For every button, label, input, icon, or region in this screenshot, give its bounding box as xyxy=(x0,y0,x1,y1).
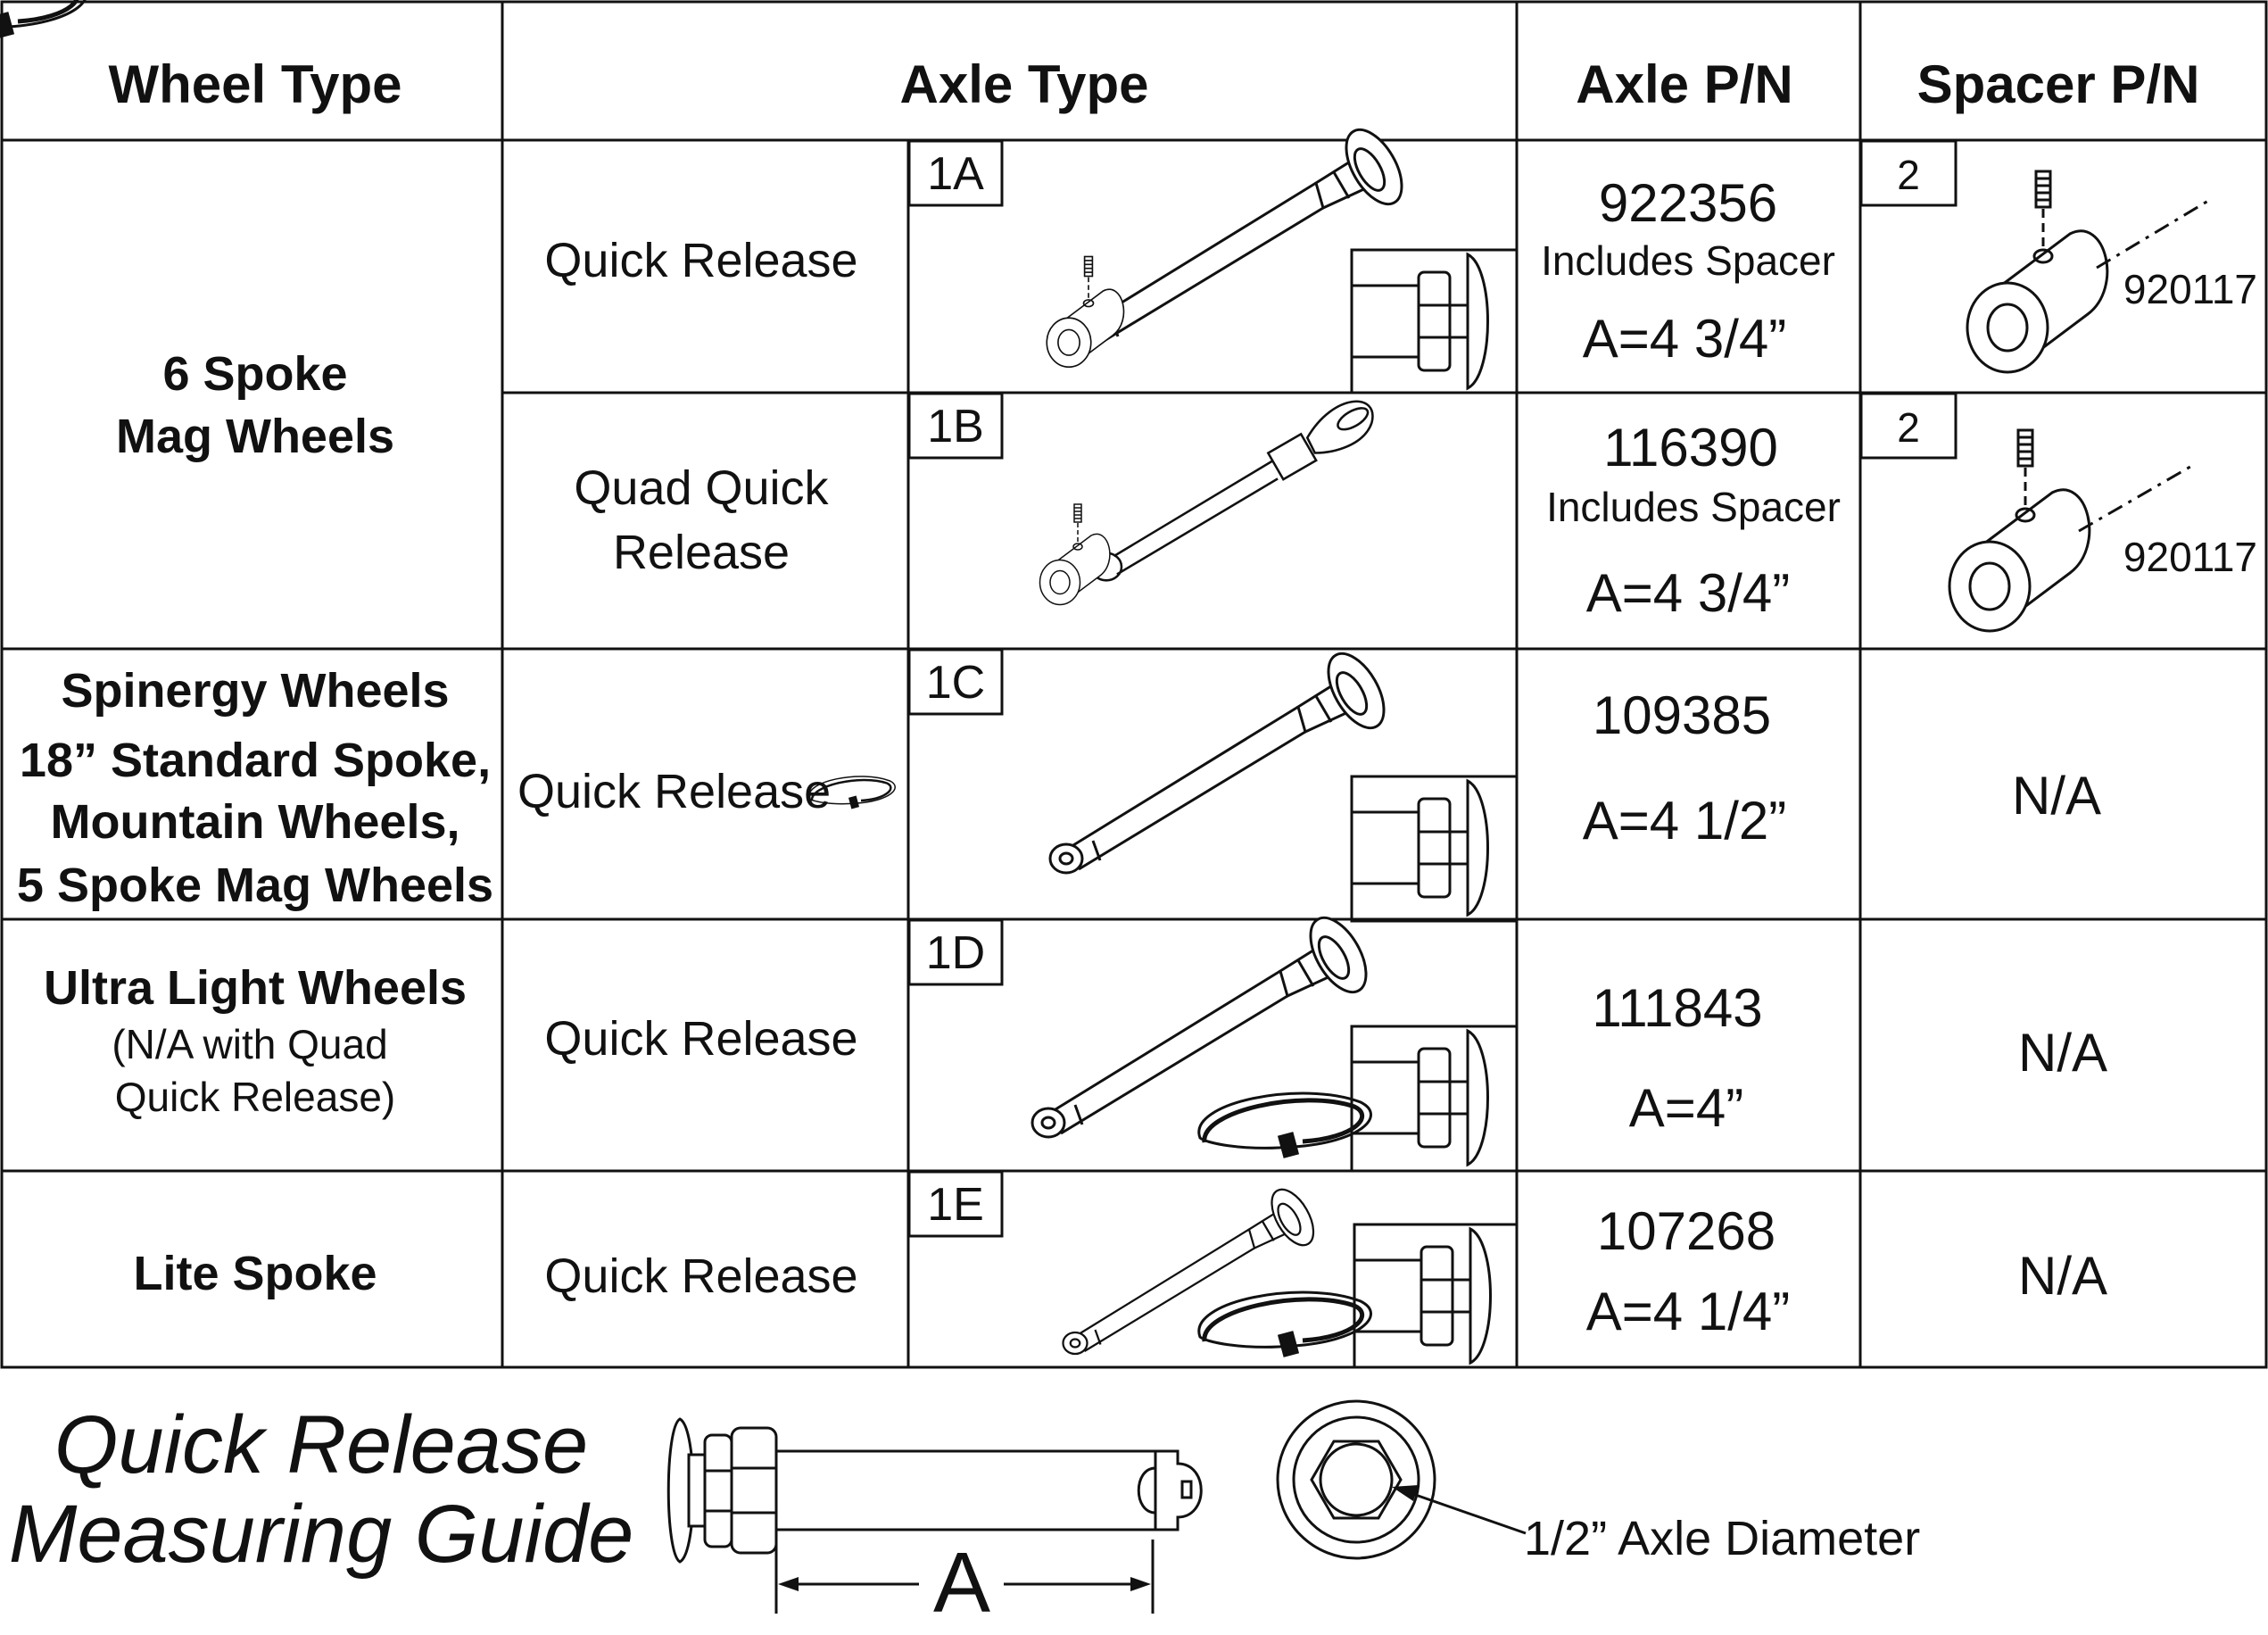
code-box xyxy=(907,648,1004,716)
arrow-icon xyxy=(1392,1485,1527,1535)
spacer-code: 2 xyxy=(1897,152,1920,198)
axle-part-number: 109385 xyxy=(1593,685,1771,745)
code-box xyxy=(907,392,1004,460)
wheel-type-lite-spoke: Lite Spoke xyxy=(133,1247,377,1300)
axle-part-number: 116390 xyxy=(1603,418,1778,477)
hex-nut-icon xyxy=(1276,1399,1436,1560)
axle-type-quick-release: Quick Release xyxy=(517,765,831,818)
axle-length: A=4 3/4” xyxy=(1586,563,1791,623)
axle-type-quad-quick: Quad Quick xyxy=(574,461,829,515)
code-box xyxy=(907,918,1004,986)
axle-length: A=4 3/4” xyxy=(1583,309,1787,369)
spacer-na: N/A xyxy=(2018,1246,2107,1306)
axle-icon xyxy=(666,1417,1203,1564)
diameter-label: 1/2” Axle Diameter xyxy=(1524,1512,1920,1565)
snap-ring-icon xyxy=(0,0,86,38)
axle-length: A=4” xyxy=(1629,1078,1743,1138)
axle-length: A=4 1/2” xyxy=(1583,791,1787,851)
guide-title-line2: Measuring Guide xyxy=(9,1489,634,1580)
spacer-code: 2 xyxy=(1897,404,1920,451)
axle-type-release: Release xyxy=(613,526,790,579)
dimension-label: A xyxy=(933,1535,990,1631)
axle-icon xyxy=(1048,643,1397,875)
wheel-type-spinergy: Spinergy Wheels xyxy=(61,664,449,718)
axle-icon xyxy=(1089,400,1374,582)
axle-code: 1E xyxy=(927,1179,984,1231)
dimension-a xyxy=(774,1540,1155,1614)
axle-code: 1C xyxy=(926,657,985,709)
spacer-part-number: 920117 xyxy=(2123,534,2257,580)
wheel-note-line1: (N/A with Quad xyxy=(112,1021,387,1067)
spacer-icon xyxy=(1966,170,2109,374)
axle-type-quick-release: Quick Release xyxy=(544,234,857,287)
wheel-type-mag-wheels: Mag Wheels xyxy=(116,410,394,463)
spacer-na: N/A xyxy=(2018,1023,2107,1083)
code-box xyxy=(1859,392,1958,460)
spacer-icon xyxy=(1046,255,1125,369)
header-spacer-pn: Spacer P/N xyxy=(1917,54,2200,114)
guide-title-line1: Quick Release xyxy=(54,1399,588,1490)
header-wheel-type: Wheel Type xyxy=(109,54,402,114)
wheel-type-5-spoke: 5 Spoke Mag Wheels xyxy=(17,859,493,912)
hex-nut-icon xyxy=(1350,1029,1489,1166)
axle-note: Includes Spacer xyxy=(1546,484,1841,530)
axle-part-number: 922356 xyxy=(1599,173,1777,233)
axle-note: Includes Spacer xyxy=(1541,237,1835,284)
wheel-type-ultra-light: Ultra Light Wheels xyxy=(44,961,467,1015)
code-box xyxy=(907,139,1004,207)
axle-type-quick-release: Quick Release xyxy=(544,1249,857,1303)
code-box xyxy=(1859,139,1958,207)
spacer-icon xyxy=(1948,428,2091,633)
axle-part-number: 107268 xyxy=(1597,1201,1775,1261)
spacer-na: N/A xyxy=(2012,766,2101,826)
wheel-note-line2: Quick Release) xyxy=(115,1074,395,1120)
header-axle-type: Axle Type xyxy=(900,54,1149,114)
code-box xyxy=(907,1170,1004,1238)
axle-code: 1A xyxy=(927,148,984,200)
axle-length: A=4 1/4” xyxy=(1586,1282,1791,1341)
hex-nut-icon xyxy=(1350,779,1489,917)
snap-ring-icon xyxy=(1199,1093,1371,1158)
header-axle-pn: Axle P/N xyxy=(1576,54,1792,114)
wheel-type-mountain: Mountain Wheels, xyxy=(51,795,460,849)
axle-icon xyxy=(1062,1181,1323,1356)
spacer-part-number: 920117 xyxy=(2123,266,2257,312)
hex-nut-icon xyxy=(1353,1227,1492,1365)
axle-type-quick-release: Quick Release xyxy=(544,1012,857,1066)
wheel-type-6-spoke: 6 Spoke xyxy=(162,347,347,401)
axle-code: 1B xyxy=(927,401,984,452)
snap-ring-icon xyxy=(1199,1292,1371,1357)
axle-code: 1D xyxy=(926,927,985,979)
quad-release-loop-icon xyxy=(1039,503,1111,606)
wheel-type-18-standard: 18” Standard Spoke, xyxy=(20,734,491,787)
hex-nut-icon xyxy=(1350,253,1489,390)
axle-part-number: 111843 xyxy=(1592,978,1762,1038)
